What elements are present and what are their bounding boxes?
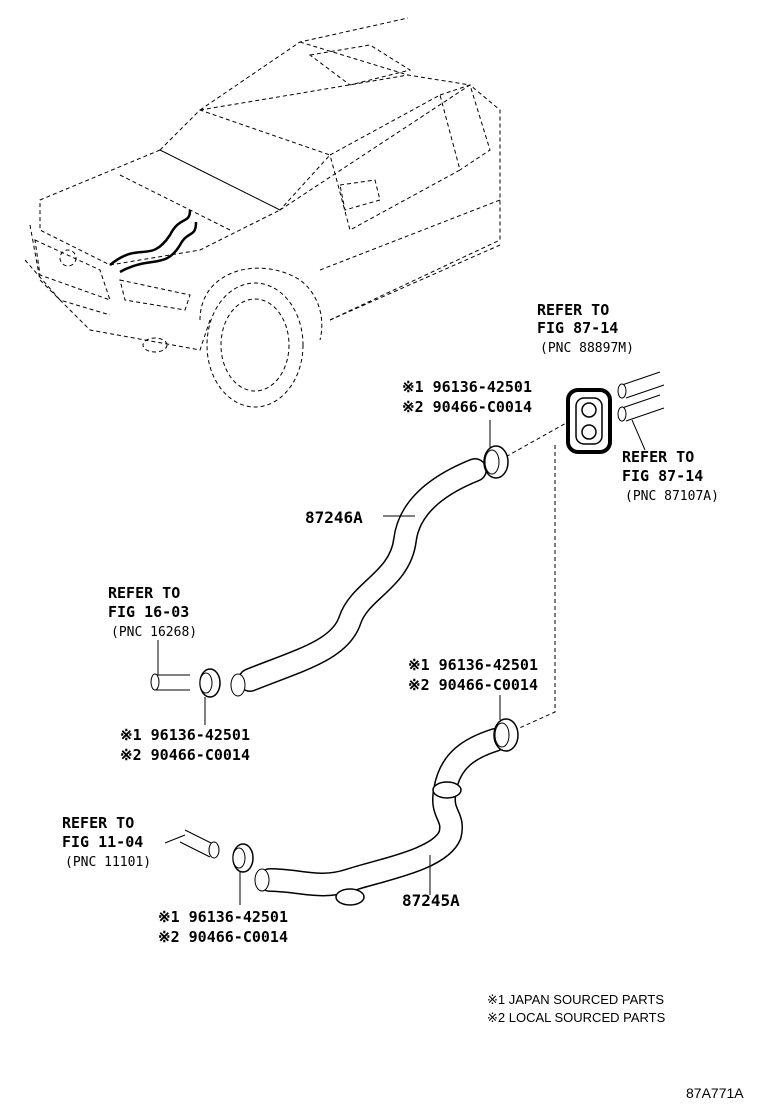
connection-line-lower bbox=[514, 445, 556, 731]
svg-text:(PNC 87107A): (PNC 87107A) bbox=[625, 489, 719, 504]
svg-text:REFER TO: REFER TO bbox=[62, 814, 134, 832]
svg-text:FIG 11-04: FIG 11-04 bbox=[62, 833, 143, 851]
refer-grommet-label: REFER TO FIG 87-14 (PNC 88897M) bbox=[537, 301, 634, 356]
clamp-bottom-icon bbox=[232, 843, 254, 873]
vehicle-outline bbox=[24, 17, 501, 408]
svg-text:REFER TO: REFER TO bbox=[622, 448, 694, 466]
svg-text:※1 96136-42501: ※1 96136-42501 bbox=[120, 726, 250, 744]
clamp-left-icon bbox=[199, 668, 221, 698]
svg-text:(PNC 16268): (PNC 16268) bbox=[111, 625, 197, 640]
svg-text:※2 90466-C0014: ※2 90466-C0014 bbox=[402, 398, 532, 416]
svg-text:REFER TO: REFER TO bbox=[108, 584, 180, 602]
clamp-top-icon bbox=[483, 445, 509, 479]
svg-text:※2 90466-C0014: ※2 90466-C0014 bbox=[408, 676, 538, 694]
svg-text:※2 LOCAL SOURCED PARTS: ※2 LOCAL SOURCED PARTS bbox=[487, 1010, 666, 1025]
clamp-top-label: ※1 96136-42501 ※2 90466-C0014 bbox=[402, 378, 532, 416]
clamp-hose-icon bbox=[335, 781, 462, 906]
clamp-bottom-label: ※1 96136-42501 ※2 90466-C0014 bbox=[158, 908, 288, 946]
svg-text:※1 JAPAN SOURCED PARTS: ※1 JAPAN SOURCED PARTS bbox=[487, 992, 664, 1007]
svg-text:FIG 87-14: FIG 87-14 bbox=[622, 467, 703, 485]
part-number-87246A: 87246A bbox=[305, 508, 363, 527]
svg-text:FIG 87-14: FIG 87-14 bbox=[537, 319, 618, 337]
figure-id: 87A771A bbox=[686, 1085, 744, 1101]
clamp-mid-label: ※1 96136-42501 ※2 90466-C0014 bbox=[408, 656, 538, 694]
refer-block-label: REFER TO FIG 11-04 (PNC 11101) bbox=[62, 814, 151, 870]
legend: ※1 JAPAN SOURCED PARTS ※2 LOCAL SOURCED … bbox=[487, 992, 666, 1025]
heater-pipes bbox=[617, 371, 665, 451]
clamp-mid-icon bbox=[493, 718, 519, 752]
hose-87245A bbox=[254, 728, 507, 897]
engine-pipe bbox=[150, 640, 190, 691]
refer-engine-label: REFER TO FIG 16-03 (PNC 16268) bbox=[108, 584, 197, 640]
refer-pipes-label: REFER TO FIG 87-14 (PNC 87107A) bbox=[622, 448, 719, 504]
svg-text:※1 96136-42501: ※1 96136-42501 bbox=[408, 656, 538, 674]
svg-text:(PNC 88897M): (PNC 88897M) bbox=[540, 341, 634, 356]
svg-text:※2 90466-C0014: ※2 90466-C0014 bbox=[158, 928, 288, 946]
hose-87246A bbox=[230, 458, 487, 697]
svg-text:※2 90466-C0014: ※2 90466-C0014 bbox=[120, 746, 250, 764]
heater-grommet bbox=[566, 388, 612, 454]
svg-text:REFER TO: REFER TO bbox=[537, 301, 609, 319]
svg-text:※1 96136-42501: ※1 96136-42501 bbox=[158, 908, 288, 926]
clamp-left-label: ※1 96136-42501 ※2 90466-C0014 bbox=[120, 726, 250, 764]
svg-text:※1 96136-42501: ※1 96136-42501 bbox=[402, 378, 532, 396]
svg-text:(PNC 11101): (PNC 11101) bbox=[65, 855, 151, 870]
part-number-87245A: 87245A bbox=[402, 891, 460, 910]
svg-text:FIG 16-03: FIG 16-03 bbox=[108, 603, 189, 621]
block-pipe bbox=[164, 829, 220, 859]
connection-line-upper bbox=[499, 421, 569, 461]
